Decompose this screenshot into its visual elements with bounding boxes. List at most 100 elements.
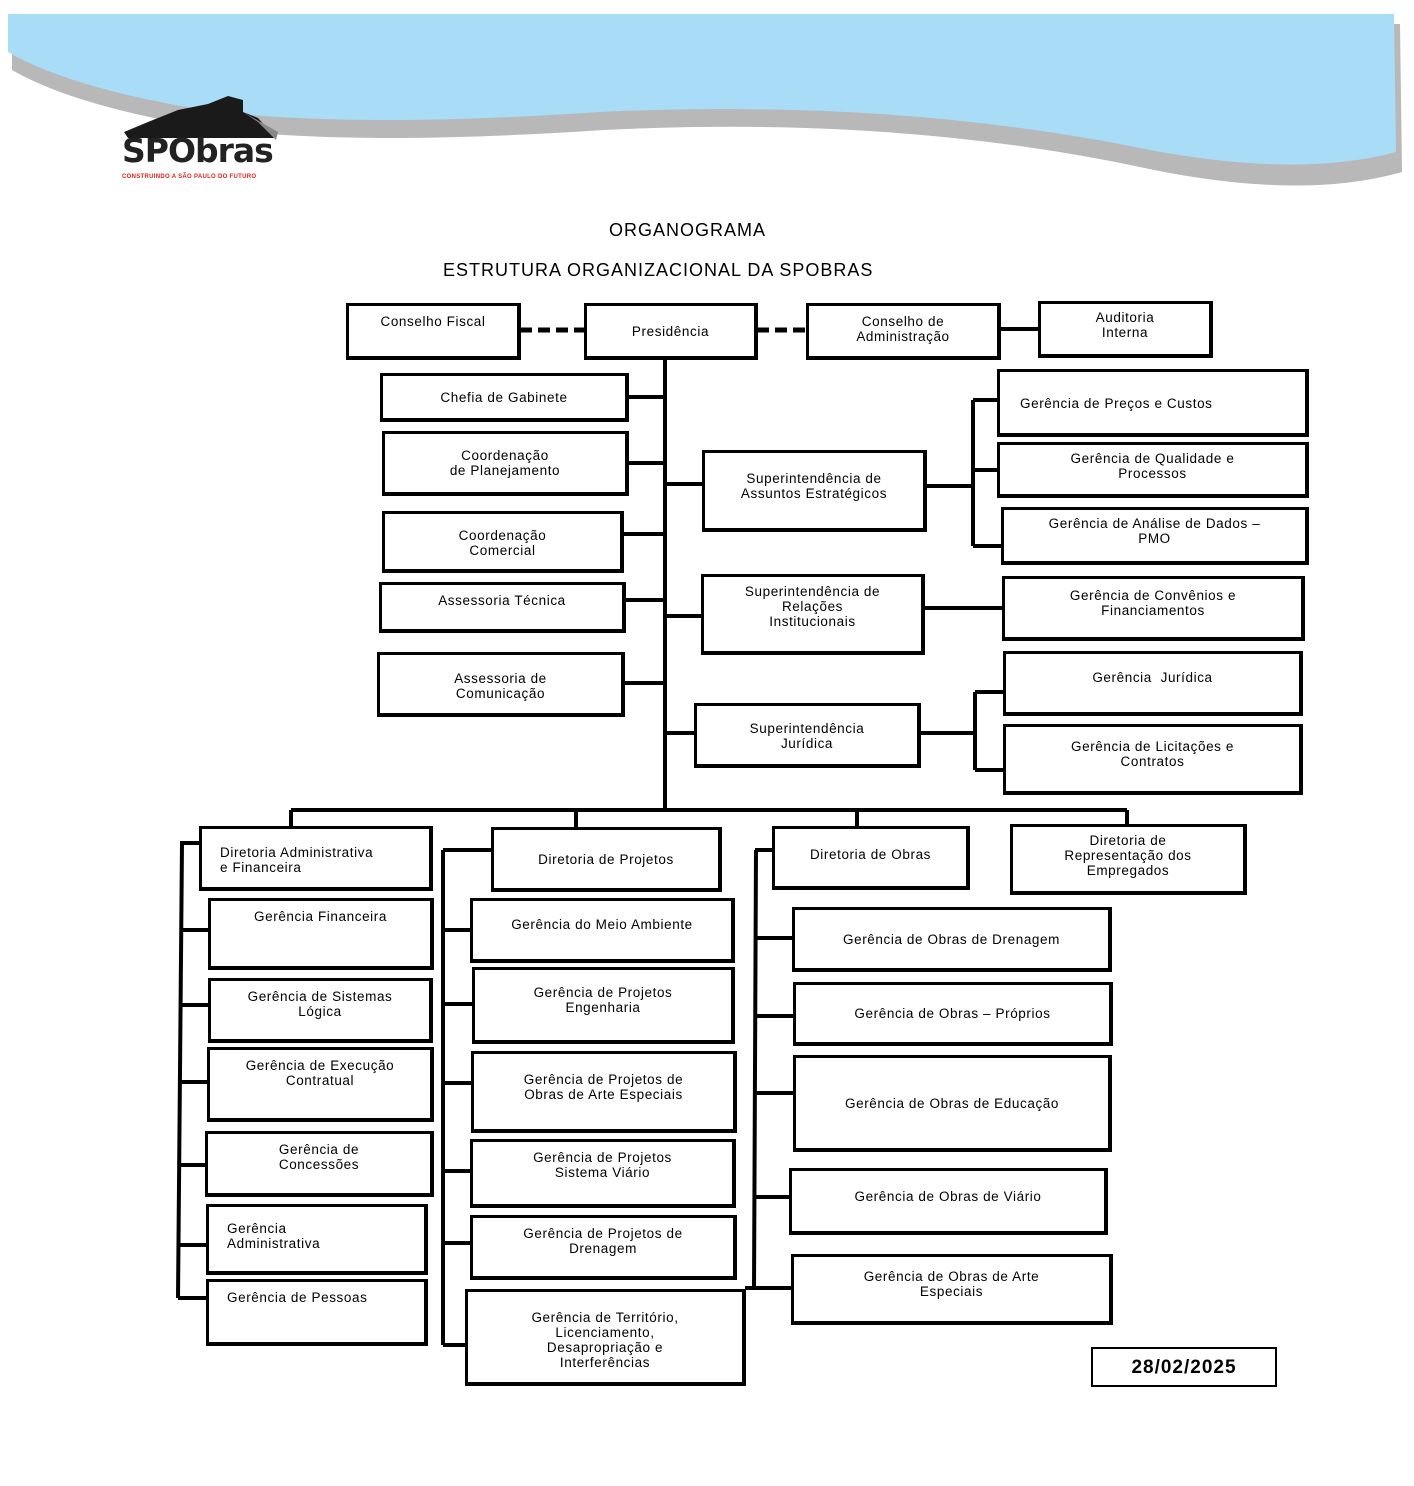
date-stamp: 28/02/2025	[1091, 1347, 1277, 1387]
box-label: Gerência de Qualidade e	[1070, 451, 1235, 466]
box-label: Desapropriação e	[546, 1340, 664, 1355]
box-ger-obras-viario: Gerência de Obras de Viário	[789, 1168, 1108, 1235]
box-presidencia: Presidência	[584, 303, 758, 360]
box-label: Financiamentos	[1101, 603, 1205, 618]
box-label: Gerência Jurídica	[1092, 670, 1213, 685]
box-ger-pessoas: Gerência de Pessoas	[206, 1279, 428, 1346]
box-label: Administrativa	[227, 1236, 321, 1251]
box-chefia-gabinete: Chefia de Gabinete	[380, 373, 629, 422]
box-label: Gerência de Análise de Dados –	[1048, 516, 1261, 531]
box-ger-meio-ambiente: Gerência do Meio Ambiente	[470, 898, 735, 963]
box-label: Administração	[856, 329, 950, 344]
box-label: Gerência de Território,	[531, 1310, 679, 1325]
box-label: Assessoria de	[454, 671, 547, 686]
logo-sp: SP	[122, 131, 169, 170]
box-label: Superintendência de	[746, 471, 882, 486]
box-label: Jurídica	[780, 736, 834, 751]
box-diretoria-obras: Diretoria de Obras	[772, 826, 970, 890]
box-label: Gerência de Obras de Arte	[863, 1269, 1040, 1284]
box-ger-analise-dados-pmo: Gerência de Análise de Dados –PMO	[1001, 507, 1309, 565]
box-ger-juridica: Gerência Jurídica	[1003, 651, 1303, 716]
box-label: Gerência de Projetos de	[523, 1072, 684, 1087]
box-label: e Financeira	[220, 860, 302, 875]
box-label: Obras de Arte Especiais	[524, 1087, 683, 1102]
box-label: Gerência	[227, 1221, 287, 1236]
box-label: Assessoria Técnica	[438, 593, 566, 608]
box-label: Contratos	[1120, 754, 1185, 769]
box-label: Assuntos Estratégicos	[740, 486, 888, 501]
date-label: 28/02/2025	[1131, 1356, 1237, 1378]
box-ger-obras-proprios: Gerência de Obras – Próprios	[793, 982, 1113, 1046]
box-label: Licenciamento,	[555, 1325, 655, 1340]
box-label: Engenharia	[565, 1000, 641, 1015]
box-label: Empregados	[1086, 863, 1170, 878]
box-label: Gerência de Preços e Custos	[1020, 396, 1213, 411]
box-label: Gerência de Obras – Próprios	[854, 1006, 1051, 1021]
page-subtitle: ESTRUTURA ORGANIZACIONAL DA SPOBRAS	[443, 260, 874, 280]
box-label: Conselho Fiscal	[380, 314, 486, 329]
box-label: Concessões	[278, 1157, 360, 1172]
box-label: Auditoria	[1095, 310, 1155, 325]
box-label: Gerência de Obras de Drenagem	[842, 931, 1060, 947]
box-label: Chefia de Gabinete	[440, 389, 568, 405]
box-label: Coordenação	[458, 528, 547, 543]
box-ger-obras-drenagem: Gerência de Obras de Drenagem	[792, 907, 1112, 972]
box-diretoria-projetos: Diretoria de Projetos	[491, 827, 722, 892]
box-label: Gerência de	[278, 1142, 360, 1157]
box-label: Conselho de	[861, 314, 945, 329]
box-label: Processos	[1118, 466, 1187, 481]
box-label: Relações	[781, 599, 844, 614]
box-label: Comercial	[469, 543, 536, 558]
box-label: Superintendência	[749, 721, 865, 736]
box-label: Gerência de Obras de Educação	[844, 1095, 1060, 1111]
box-label: Gerência de Projetos	[533, 985, 673, 1000]
box-label: Gerência de Execução	[245, 1058, 395, 1073]
box-ger-precos-custos: Gerência de Preços e Custos	[997, 369, 1309, 437]
header-banner	[0, 14, 1414, 200]
box-label: Lógica	[298, 1004, 342, 1019]
box-label: Comunicação	[455, 686, 546, 701]
box-label: Especiais	[919, 1284, 984, 1299]
box-label: PMO	[1138, 531, 1171, 546]
logo-tagline: CONSTRUINDO A SÃO PAULO DO FUTURO	[122, 174, 257, 180]
box-label: Diretoria Administrativa	[220, 845, 374, 860]
box-label: Gerência de Pessoas	[227, 1290, 368, 1305]
box-label: Gerência de Obras de Viário	[854, 1189, 1042, 1204]
box-label: Sistema Viário	[554, 1165, 651, 1180]
box-label: Interferências	[559, 1355, 651, 1370]
box-ger-territorio: Gerência de Território,Licenciamento,Des…	[465, 1289, 746, 1386]
box-label: Gerência de Projetos de	[523, 1226, 683, 1241]
box-assessoria-tecnica: Assessoria Técnica	[379, 582, 626, 633]
box-label: Superintendência de	[744, 584, 881, 599]
box-label: Gerência de Projetos	[533, 1150, 672, 1165]
box-label: Gerência de Sistemas	[247, 989, 393, 1004]
box-conselho-fiscal: Conselho Fiscal	[346, 303, 521, 360]
box-label: Diretoria de	[1089, 833, 1167, 848]
box-label: Drenagem	[569, 1241, 637, 1256]
box-label: de Planejamento	[449, 463, 561, 478]
box-label: Diretoria de Projetos	[538, 851, 674, 867]
box-label: Representação dos	[1064, 848, 1192, 863]
box-label: Gerência Financeira	[254, 909, 387, 924]
logo-obras: Obras	[167, 131, 274, 170]
